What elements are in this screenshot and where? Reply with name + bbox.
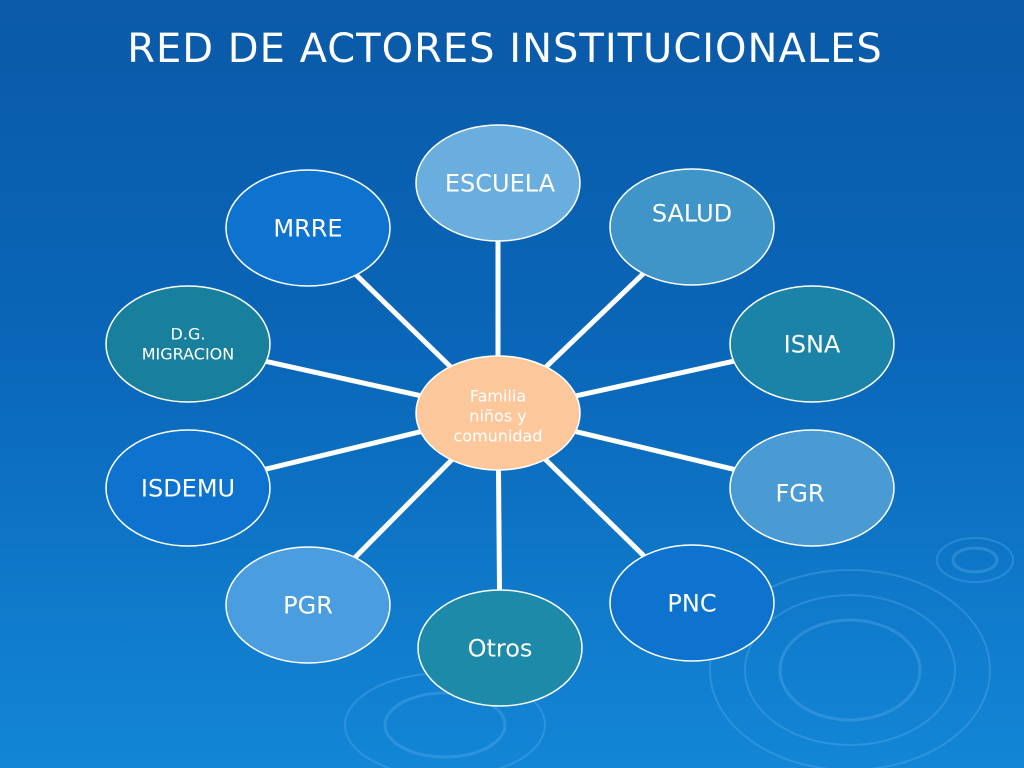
node-dg-migracion-shape xyxy=(105,285,271,403)
node-isdemu: ISDEMU xyxy=(105,429,271,547)
connector-salud xyxy=(544,271,646,369)
node-mrre-shape xyxy=(225,169,391,287)
node-isdemu-shape xyxy=(105,429,271,547)
node-pnc-label: PNC xyxy=(667,589,716,617)
connector-lines xyxy=(264,241,735,591)
node-pnc: PNC xyxy=(609,544,775,662)
node-escuela-shape xyxy=(415,124,581,242)
connector-isdemu xyxy=(264,429,422,472)
node-salud-shape xyxy=(609,168,775,286)
node-otros-label: Otros xyxy=(468,634,533,662)
center-node-label: Familia xyxy=(470,387,526,406)
node-isna-label: ISNA xyxy=(784,330,841,358)
node-isna-shape xyxy=(729,285,895,403)
connector-otros xyxy=(495,469,503,591)
connector-pgr xyxy=(353,458,454,560)
node-escuela: ESCUELA xyxy=(415,124,581,242)
node-otros: Otros xyxy=(417,589,583,707)
node-dg-migracion: D.G.MIGRACION xyxy=(105,285,271,403)
node-fgr: FGR xyxy=(729,429,895,547)
node-pgr-shape xyxy=(225,546,391,664)
connector-pnc xyxy=(543,457,646,558)
node-mrre-label: MRRE xyxy=(273,214,342,242)
slide-title: RED DE ACTORES INSTITUCIONALES xyxy=(127,26,883,72)
node-dg-migracion-label: MIGRACION xyxy=(142,345,235,364)
node-isdemu-label: ISDEMU xyxy=(141,474,235,502)
node-mrre: MRRE xyxy=(225,169,391,287)
node-salud: SALUD xyxy=(609,168,775,286)
water-ripple-decoration xyxy=(344,537,1014,768)
node-isna: ISNA xyxy=(729,285,895,403)
node-otros-shape xyxy=(417,589,583,707)
connector-dg-migracion xyxy=(265,358,421,399)
center-node-shape xyxy=(415,355,581,471)
center-node-label: comunidad xyxy=(453,427,542,446)
connector-isna xyxy=(575,358,735,399)
connector-fgr xyxy=(574,429,735,472)
center-node-label: niños y xyxy=(469,407,526,426)
node-pgr-label: PGR xyxy=(283,591,333,619)
actor-nodes: ESCUELA SALUD ISNA FGR PNC Otros PGR ISDEMU D.G.… xyxy=(105,124,895,707)
node-fgr-label: FGR xyxy=(775,479,824,507)
node-pgr: PGR xyxy=(225,546,391,664)
node-dg-migracion-label: D.G. xyxy=(171,325,206,344)
node-salud-label: SALUD xyxy=(652,199,732,227)
connector-mrre xyxy=(354,273,453,369)
node-pnc-shape xyxy=(609,544,775,662)
node-fgr-shape xyxy=(729,429,895,547)
node-escuela-label: ESCUELA xyxy=(445,169,556,197)
